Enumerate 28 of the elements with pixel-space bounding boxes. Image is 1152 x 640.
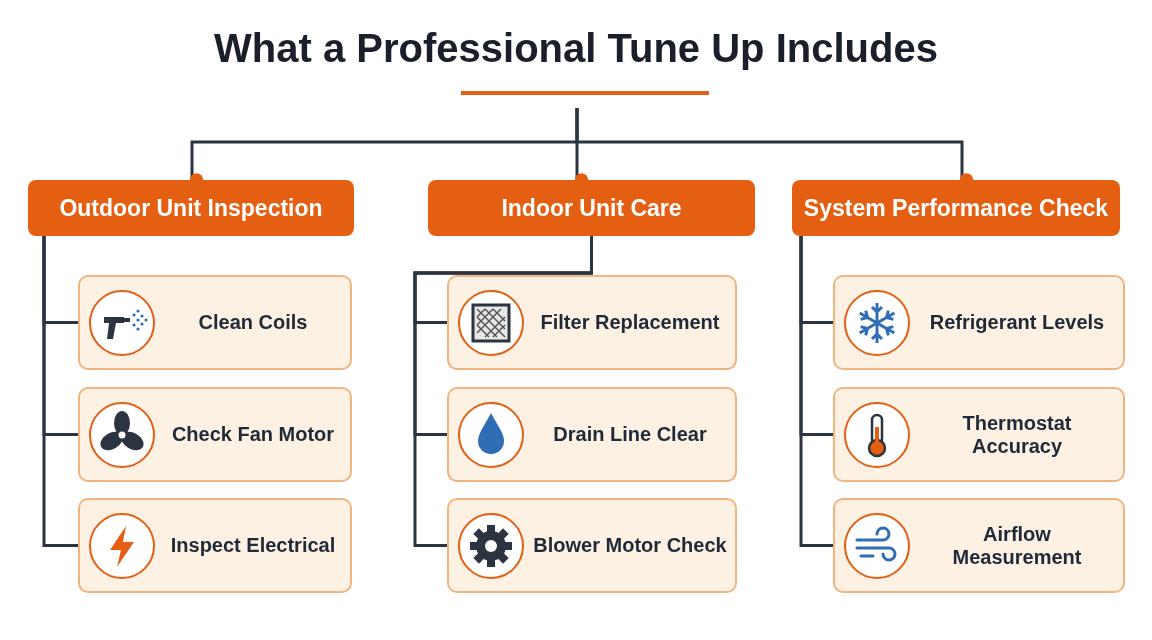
task-card — [78, 275, 352, 370]
category-header — [28, 180, 354, 236]
task-card — [833, 275, 1125, 370]
category-title: Indoor Unit Care — [501, 194, 682, 222]
task-label: Blower Motor Check — [532, 534, 728, 557]
category-title: Outdoor Unit Inspection — [59, 194, 323, 222]
task-label: Filter Replacement — [539, 311, 721, 334]
task-label: Thermostat Accuracy — [961, 411, 1073, 458]
category-header — [792, 180, 1120, 236]
task-label: Refrigerant Levels — [928, 311, 1106, 334]
connector-line — [413, 236, 593, 547]
category-title: System Performance Check — [803, 194, 1109, 222]
task-label: Drain Line Clear — [552, 423, 708, 446]
task-card — [447, 387, 737, 482]
task-label: Airflow Measurement — [951, 522, 1083, 569]
connector-line — [799, 236, 833, 547]
category-header — [428, 180, 755, 236]
task-card — [447, 275, 737, 370]
connector-line — [42, 236, 78, 547]
task-card — [78, 387, 352, 482]
task-card — [447, 498, 737, 593]
task-card — [833, 387, 1125, 482]
task-card — [833, 498, 1125, 593]
task-label: Inspect Electrical — [169, 534, 337, 557]
task-card — [78, 498, 352, 593]
task-label: Check Fan Motor — [170, 423, 336, 446]
diagram-title: What a Professional Tune Up Includes — [213, 26, 939, 71]
task-label: Clean Coils — [197, 311, 309, 334]
